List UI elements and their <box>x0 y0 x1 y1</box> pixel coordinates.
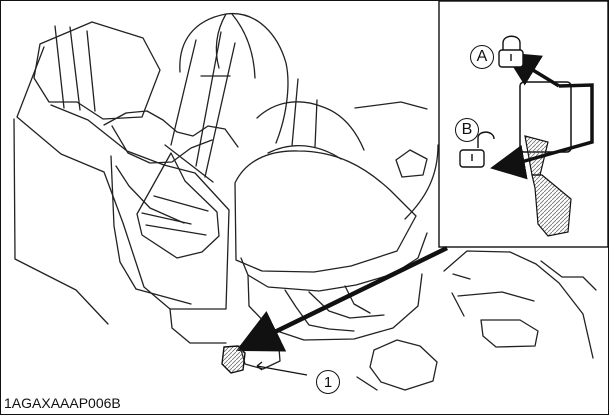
callout-b: B <box>455 118 479 142</box>
pointer-arrow <box>235 245 448 376</box>
callout-1: 1 <box>316 370 340 394</box>
lever-handle <box>221 345 246 374</box>
main-illustration <box>13 12 597 391</box>
callout-a: A <box>470 45 494 69</box>
figure-code: 1AGAXAAAP006B <box>4 395 121 411</box>
padlock-open-icon <box>459 131 495 168</box>
padlock-closed-icon <box>498 35 524 68</box>
